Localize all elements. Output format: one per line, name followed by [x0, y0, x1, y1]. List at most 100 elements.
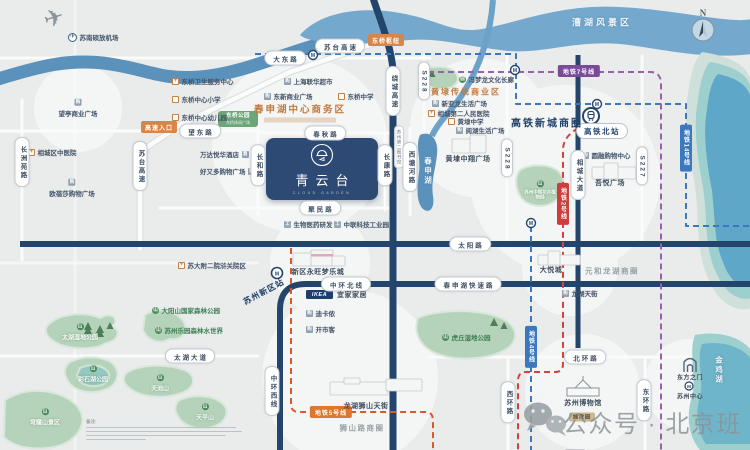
building-label: 龙湖狮山天街 — [343, 403, 389, 410]
poi-park: 山太湖湿地公园 — [62, 323, 98, 341]
poi-label: 中联科技工业园 — [343, 222, 390, 229]
poi-label: 苏州中国花卉植物园 — [524, 188, 556, 200]
poi-shop: 购东新商业广场 — [264, 91, 313, 101]
metro-line-pill: 地铁7号线 — [557, 65, 601, 77]
poi-label: 欧蓓莎购物广场 — [49, 190, 95, 198]
poi-shop: 购阅湖生活广场 — [456, 125, 505, 135]
disclaimer-line — [86, 430, 242, 432]
building-label: 苏州博物馆 — [564, 400, 602, 407]
park-icon: 山 — [442, 333, 449, 341]
poi-label: 天平山 — [195, 414, 215, 421]
svg-text:M: M — [687, 384, 691, 389]
disclaimer-line — [86, 438, 146, 440]
poi-label: 苏州乐园森林水世界 — [164, 328, 224, 335]
road-pill: 聚民路 — [299, 200, 341, 216]
poi-label: 龙湖天街 — [571, 291, 598, 298]
poi-label: 生物医药研发 — [293, 222, 333, 229]
highway-pill: 高速入口 — [140, 121, 178, 133]
road-pill-vertical: 长洲苑路 — [14, 137, 30, 187]
poi-label: 相城区中医院 — [37, 150, 77, 157]
gate-of-orient-icon — [683, 357, 697, 372]
highway-pill: 东桥枢纽 — [367, 34, 405, 46]
poi-park: 山苏州中国花卉植物园 — [523, 180, 557, 199]
industry-icon: 工 — [334, 220, 341, 228]
project-name-english: CLOUD GARDEN — [292, 191, 352, 195]
poi-label: 好又多购物广场 — [200, 169, 246, 176]
metro-line-5 — [290, 248, 434, 450]
park-icon: 山 — [76, 323, 84, 331]
poi-label: 东桥卫生服务中心 — [181, 79, 234, 86]
shop-icon: 购 — [68, 178, 76, 186]
industry-icon: 工 — [284, 220, 291, 228]
poi-label: 相城第二人民医院 — [437, 111, 490, 118]
building-label: 大悦城 — [539, 267, 563, 274]
poi-park: 山天平山 — [196, 403, 214, 421]
building-label: 苏州中心 — [676, 394, 704, 401]
shop-icon: 购 — [582, 151, 589, 159]
poi-hotel: 万达悦华酒店酒 — [200, 149, 249, 159]
poi-school: 东桥中心小学 — [172, 94, 221, 104]
school-icon — [338, 92, 345, 100]
metro-line-pill: 地铁14号线 — [680, 124, 692, 172]
shop-icon: 购 — [456, 126, 463, 134]
building-label: 东方之门 — [676, 375, 704, 382]
park-icon: 山 — [89, 365, 97, 373]
poi-label: 迪卡侬 — [315, 311, 336, 318]
water-label: 漕湖风景区 — [571, 17, 633, 28]
poi-park: 山虎丘湿地公园 — [442, 332, 491, 342]
poi-label: 东桥中心幼儿园 — [181, 115, 228, 122]
road-pill-vertical: 苏台高速 — [132, 141, 148, 191]
school-icon — [172, 113, 179, 121]
hotel-icon: 酒 — [241, 150, 249, 158]
svg-text:M: M — [311, 53, 315, 59]
project-logo-block: 青云台 CLOUD GARDEN — [266, 138, 378, 200]
road-pill: 春申湖快速路 — [434, 276, 502, 292]
poi-hospital: +苏大附二院浒关院区 — [178, 260, 246, 270]
road-pill-vertical: 西塘河路 — [402, 142, 418, 192]
road-pill-vertical: S228 — [501, 138, 513, 178]
shop-icon: 购 — [306, 309, 313, 317]
poi-shop: 购新亚龙生活广场 — [432, 98, 487, 108]
park-icon: 山 — [155, 326, 162, 334]
dongqiao-park-label: 东桥公园 东桥休闲广场 — [218, 111, 258, 127]
district-sublabel-bar — [263, 117, 336, 123]
hospital-icon: + — [178, 261, 185, 269]
poi-shop: 购望亭商业广场 — [58, 98, 98, 118]
culture-icon: 园 — [459, 75, 466, 83]
shop-icon: 购 — [306, 325, 313, 333]
poi-label: 彩石湖公园 — [77, 376, 109, 383]
poi-shop: 购迪卡侬 — [306, 308, 335, 318]
metro-line-pill: 地铁2号线 — [557, 182, 569, 226]
ikea-logo: IKEA — [306, 290, 333, 299]
metro-line-pill: 地铁4号线 — [525, 325, 537, 369]
poi-label: 黄埭中学 — [457, 119, 484, 126]
poi-park: 山彩石湖公园 — [78, 365, 108, 383]
poi-school: 黄埭中学 — [448, 116, 484, 126]
road-pill-vertical: S228 — [418, 61, 430, 101]
poi-label: 圆融购物中心 — [591, 153, 631, 160]
poi-industry: 工中联科技工业园 — [334, 219, 389, 229]
shop-icon: 购 — [562, 289, 569, 297]
shop-icon: 购 — [432, 99, 439, 107]
poi-label: 东桥中心小学 — [181, 97, 221, 104]
poi-shop: 购欧蓓莎购物广场 — [49, 178, 95, 198]
poi-label: 望亭商业广场 — [58, 110, 98, 118]
poi-hospital: +东桥卫生服务中心 — [172, 76, 234, 86]
disclaimer-block: 备注: — [86, 419, 242, 443]
metro-line-pill: 地铁5号线 — [309, 406, 353, 418]
poi-park: 山天池山 — [151, 374, 169, 392]
poi-label: 东新商业广场 — [273, 94, 313, 101]
poi-culture: 园冯梦龙文化长廊 — [459, 74, 514, 84]
poi-park: 山苏州乐园森林水世界 — [155, 325, 223, 335]
park-icon: 山 — [41, 408, 49, 416]
compass-icon — [691, 18, 715, 42]
shop-icon: 购 — [74, 98, 82, 106]
wechat-icon — [524, 402, 566, 436]
road-pill-vertical: 西环路 — [500, 381, 516, 423]
disclaimer-line — [86, 426, 236, 428]
poi-plane: ✈苏南硕放机场 — [68, 32, 119, 42]
poi-label: 上海联华超市 — [293, 79, 333, 86]
road-pill-vertical: 绕城高速 — [385, 66, 401, 116]
